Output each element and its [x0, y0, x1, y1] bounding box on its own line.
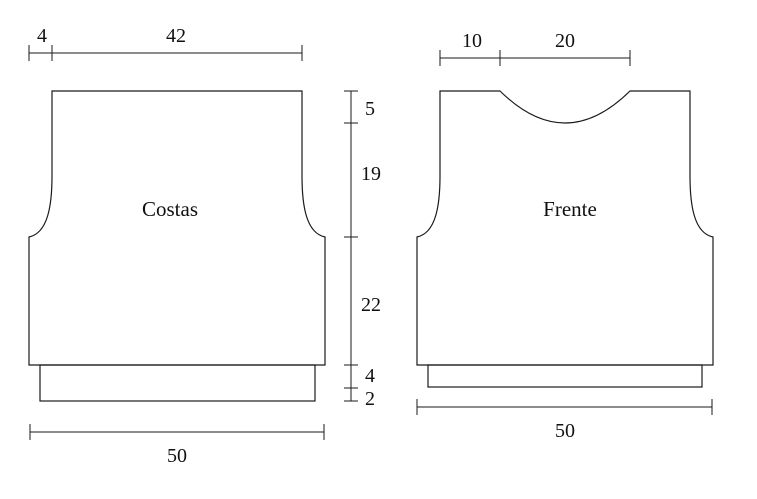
front-top-dimension: 10 20 [439, 30, 631, 66]
front-rib-band [427, 364, 703, 388]
back-piece-label: Costas [142, 197, 198, 221]
back-body-outline [28, 90, 326, 366]
front-neck-width-value: 20 [555, 30, 575, 52]
side-height-dimension: 5 19 22 4 2 [344, 90, 381, 410]
back-top-left-value: 4 [37, 25, 47, 47]
side-rib-upper-value: 4 [365, 365, 375, 387]
front-bottom-dimension: 50 [416, 399, 713, 442]
back-bottom-width-value: 50 [167, 445, 187, 467]
side-rib-lower-value: 2 [365, 388, 375, 410]
front-piece: Frente [416, 90, 714, 388]
side-body-value: 22 [361, 294, 381, 316]
front-bottom-width-value: 50 [555, 420, 575, 442]
back-top-width-value: 42 [166, 25, 186, 47]
back-top-dimension: 4 42 [28, 25, 303, 61]
front-body-outline [416, 90, 714, 366]
front-piece-label: Frente [543, 197, 597, 221]
side-shoulder-value: 5 [365, 98, 375, 120]
back-piece: Costas [28, 90, 326, 402]
back-bottom-dimension: 50 [29, 424, 325, 467]
front-top-left-value: 10 [462, 30, 482, 52]
side-armhole-value: 19 [361, 163, 381, 185]
back-rib-band [39, 364, 316, 402]
